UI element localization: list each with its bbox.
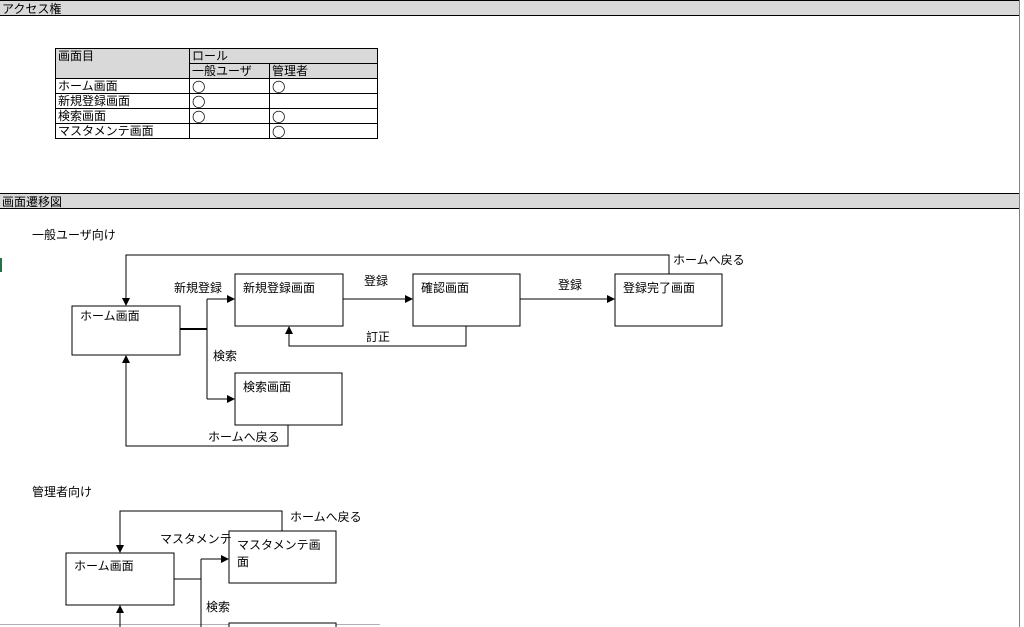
master-label-line2: 面 [237, 555, 249, 569]
section-header-transition: 画面遷移図 [0, 193, 1020, 209]
edge-label-submit1: 登録 [364, 273, 388, 288]
screen-cell: 新規登録画面 [55, 93, 190, 109]
section-header-access: アクセス権 [0, 0, 1020, 16]
role-general-header: 一般ユーザ [189, 63, 270, 79]
admin-search-box [228, 622, 337, 627]
access-rights-table: 画面目 ロール 一般ユーザ 管理者 ホーム画面 ◯ ◯ 新規登録画面 ◯ 検索画… [55, 48, 378, 139]
general-home-label: ホーム画面 [80, 309, 140, 323]
admin-home-label: ホーム画面 [74, 559, 134, 573]
arrow-back-home-top [122, 254, 670, 306]
table-row: マスタメンテ画面 ◯ [55, 123, 378, 139]
general-access-cell: ◯ [189, 78, 270, 94]
confirm-box [412, 273, 521, 327]
role-admin-header: 管理者 [269, 63, 378, 79]
arrow-admin-back-home [116, 510, 283, 553]
general-flow-title: 一般ユーザ向け [32, 227, 116, 242]
edge-label-register: 新規登録 [174, 280, 222, 295]
edge-label-admin-back: ホームへ戻る [290, 510, 362, 524]
admin-access-cell: ◯ [269, 123, 378, 139]
edge-label-back-bottom: ホームへ戻る [208, 430, 280, 444]
screen-cell: マスタメンテ画面 [55, 123, 190, 139]
edge-label-search: 検索 [213, 349, 237, 363]
edge-label-back-top: ホームへ戻る [673, 253, 745, 267]
admin-flow-title: 管理者向け [32, 484, 92, 499]
master-label-line1: マスタメンテ画 [237, 538, 321, 552]
arrow-back-home-bottom [122, 355, 289, 447]
edge-label-admin-search: 検索 [206, 600, 230, 614]
search-label: 検索画面 [243, 380, 291, 394]
search-box [234, 372, 343, 426]
master-box [228, 530, 337, 584]
row-indicator [0, 258, 2, 272]
role-header: ロール [189, 48, 378, 64]
arrow-correct [285, 326, 467, 347]
admin-access-cell: ◯ [269, 78, 378, 94]
general-home-box [71, 305, 181, 356]
edge-label-correct: 訂正 [366, 329, 390, 344]
sheet-right-border [1019, 0, 1020, 627]
complete-box [614, 273, 723, 327]
confirm-label: 確認画面 [421, 280, 469, 295]
complete-label: 登録完了画面 [623, 280, 695, 295]
register-box [234, 273, 344, 327]
sheet-bottom-border [0, 624, 380, 625]
edge-label-submit2: 登録 [558, 277, 582, 292]
edge-label-master: マスタメンテ [160, 532, 232, 546]
register-label: 新規登録画面 [243, 280, 315, 295]
